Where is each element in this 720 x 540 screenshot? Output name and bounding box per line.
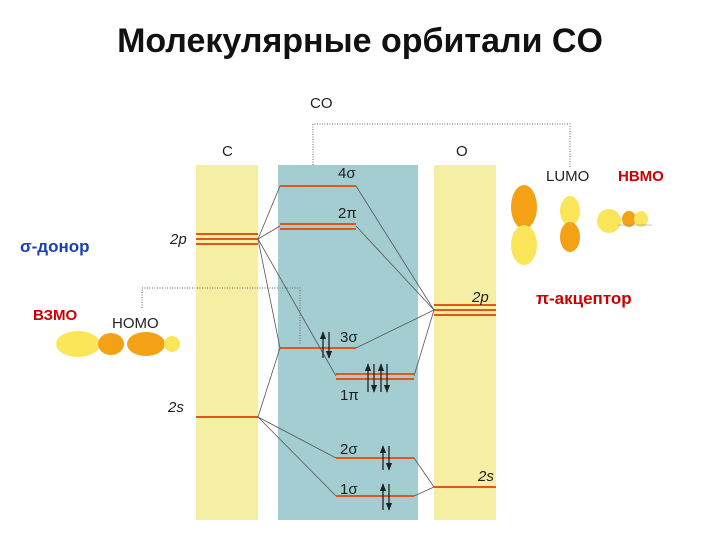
c-atom-band [196,165,258,520]
mo-2pi-level [280,223,356,230]
atom-c-label: C [222,143,233,160]
vzmo-label: ВЗМО [33,307,78,324]
mo-label-2sigma: 2σ [340,441,358,458]
mo-1pi-level [336,373,414,380]
co-bracket [312,123,571,168]
mo-label-1pi: 1π [340,387,359,404]
pi-acceptor-label: π-акцептор [536,289,632,308]
c-2p-label: 2p [169,231,187,248]
lumo-label: LUMO [546,168,589,185]
mo-label-4sigma: 4σ [338,165,356,182]
page-title: Молекулярные орбитали CO [117,22,603,60]
atom-o-label: O [456,143,468,160]
mo-label-1sigma: 1σ [340,481,358,498]
mo-label-2pi: 2π [338,205,357,222]
mo-label-3sigma: 3σ [340,329,358,346]
orbital-lobe-icon [511,185,652,265]
homo-bracket [141,287,301,345]
up-down-arrow-icon [319,331,393,511]
molecule-label: CO [310,95,333,112]
o-2s-label: 2s [477,468,494,485]
homo-label: HOMO [112,315,159,332]
c-2s-label: 2s [167,399,184,416]
o-2p-level [434,304,496,316]
o-2p-label: 2p [471,289,489,306]
o-atom-band [434,165,496,520]
c-2p-level [196,233,258,245]
nvmo-label: НВМО [618,168,664,185]
orbital-lobe-icon [56,331,180,357]
sigma-donor-label: σ-донор [20,237,90,256]
